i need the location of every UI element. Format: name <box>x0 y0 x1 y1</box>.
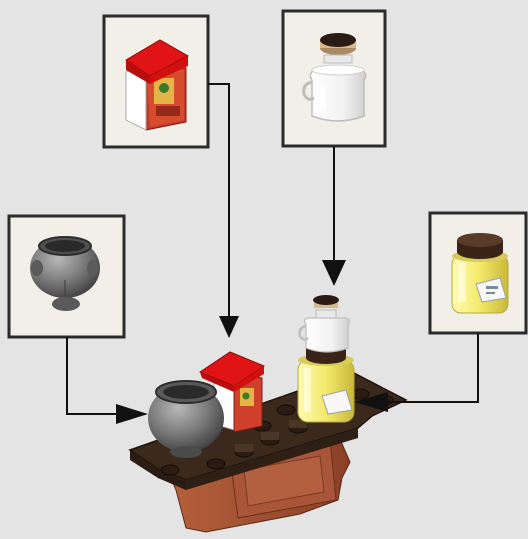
assembly-model <box>128 295 408 533</box>
clear-jar-assembled <box>298 295 351 353</box>
cauldron-assembled <box>148 380 224 458</box>
yellow-jar-arrow-line <box>386 333 479 403</box>
cauldron-panel <box>7 214 126 339</box>
yellow-jar-panel <box>428 211 528 335</box>
cauldron-arrow-head <box>116 404 148 424</box>
popcorn-arrow-head <box>219 316 239 338</box>
popcorn-arrow-line <box>208 83 230 318</box>
clear-jar-part-icon <box>302 33 367 122</box>
popcorn-box-panel <box>102 14 210 149</box>
cauldron-part-icon <box>30 236 100 311</box>
arrow-heads <box>116 260 388 424</box>
popcorn-box-part-icon <box>125 39 190 131</box>
popcorn-box-assembled <box>198 351 266 433</box>
arrows <box>66 83 479 415</box>
clear-jar-panel <box>281 9 387 148</box>
yellow-jar-arrow-head <box>354 392 388 412</box>
cauldron-arrow-line <box>66 337 118 415</box>
yellow-jar-part-icon <box>451 233 509 314</box>
clear-jar-arrow-head <box>322 260 346 286</box>
